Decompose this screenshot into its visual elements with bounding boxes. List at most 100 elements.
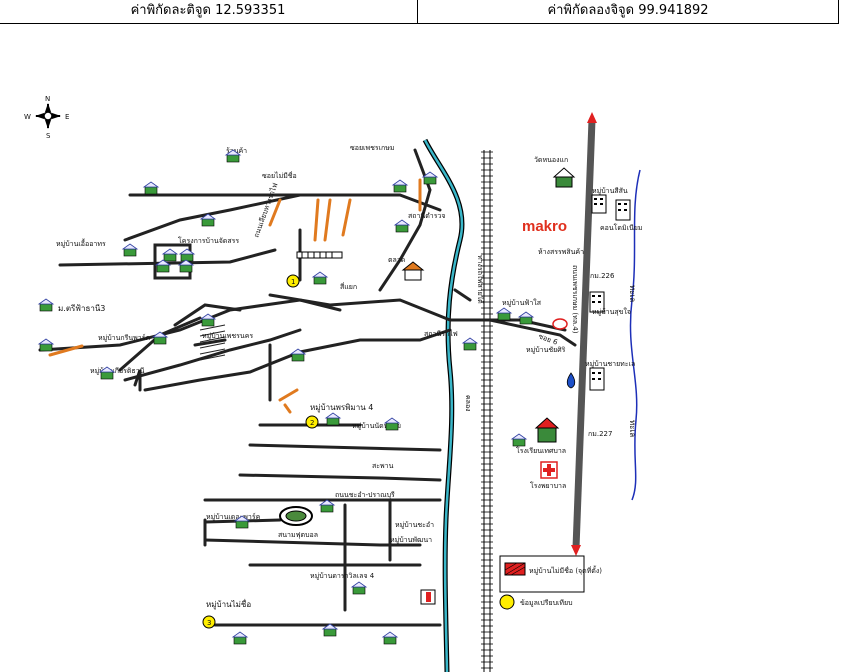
village-house-icon <box>321 623 339 637</box>
village-house-icon <box>289 348 307 362</box>
km226-label: กม.226 <box>590 272 615 280</box>
subject-site-marker <box>420 589 436 605</box>
highway-road <box>572 119 596 549</box>
village-house-icon <box>37 298 55 312</box>
village-house-icon <box>177 259 195 273</box>
comp-num-3: 3 <box>207 619 211 627</box>
mu-right3-label: หมู่บ้านชายทะเล <box>585 360 635 368</box>
latitude-text: ค่าพิกัดละติจูด 12.593351 <box>130 3 286 18</box>
mu-ruenkao-label: หมู่บ้านนัดหมาย <box>352 422 401 430</box>
bridge-label: สะพาน <box>372 462 394 470</box>
cond-label: คอนโดมิเนียม <box>600 223 643 232</box>
latitude-box: ค่าพิกัดละติจูด 12.593351 <box>0 0 418 24</box>
map-legend: หมู่บ้านไม่มีชื่อ (จุดที่ตั้ง) ข้อมูลเปร… <box>499 555 602 610</box>
soi-top2-label: ซอยเพชรเกษม <box>350 144 394 152</box>
mu-lunda-4-label: หมู่บ้านพรพิมาน 4 <box>310 403 373 413</box>
road-network <box>38 148 577 627</box>
soi-top1-label: ซอยไม่มีชื่อ <box>262 171 297 180</box>
village-house-icon <box>142 181 160 195</box>
village-house-icon <box>199 213 217 227</box>
compass-w: W <box>24 113 31 121</box>
legend-comp-label: ข้อมูลเปรียบเทียบ <box>520 599 573 607</box>
village-house-icon <box>151 331 169 345</box>
coordinate-header: ค่าพิกัดละติจูด 12.593351 ค่าพิกัดลองจิจ… <box>0 0 841 26</box>
longitude-box: ค่าพิกัดลองจิจูด 99.941892 <box>417 0 839 24</box>
village-house-icon <box>178 248 196 262</box>
compass-s: S <box>46 132 51 140</box>
station-label: สถานีรถไฟ <box>424 329 458 338</box>
railway-line <box>481 150 493 672</box>
village-house-icon <box>121 243 139 257</box>
comparison-markers: 1 2 3 <box>202 274 319 629</box>
hospital-label: โรงพยาบาล <box>530 481 566 490</box>
village-house-icon <box>381 631 399 645</box>
bank-icon <box>552 318 568 330</box>
village-house-icon <box>510 433 528 447</box>
location-map: N S E W ทะเล ทะเล ถนนเพชรเกษม (ทล.4) ทาง… <box>24 95 643 672</box>
sea-label-bottom: ทะเล <box>628 420 637 437</box>
village-house-icon <box>517 311 535 325</box>
shrine-icon <box>401 261 425 281</box>
compass-e: E <box>65 113 69 121</box>
stoplight-label: สี่แยก <box>340 282 357 291</box>
gas-station-icon <box>566 372 576 389</box>
temple-icon <box>552 167 576 188</box>
mu-fuenfah-label: หมู่บ้านฟ้าใส <box>502 298 542 307</box>
makro-logo: makro <box>522 218 567 235</box>
village-grid <box>199 324 226 361</box>
compass-icon: N S E W <box>24 95 69 140</box>
village-house-icon <box>421 171 439 185</box>
village-house-icon <box>224 149 242 163</box>
mu-chaisiri-label: หมู่บ้านชัยศิริ <box>526 346 566 354</box>
mu-right2-label: หมู่บ้านสุขใจ <box>592 307 631 316</box>
village-house-icon <box>383 417 401 431</box>
village-house-icon <box>199 313 217 327</box>
village-house-icon <box>324 412 342 426</box>
highway-label: ถนนเพชรเกษม (ทล.4) <box>571 265 579 334</box>
mu-right1-label: หมู่บ้านสีสัน <box>592 187 628 195</box>
road-b-label: ถนนชะอำ-ปราณบุรี <box>335 491 395 499</box>
compass-n: N <box>45 95 50 103</box>
railway-label: ทางรถไฟสายใต้ <box>476 255 485 304</box>
village-cluster-label: โครงการบ้านจัดสรร <box>178 236 239 245</box>
village-house-icon <box>311 271 329 285</box>
village-house-icon <box>350 581 368 595</box>
mu-maichue-label: หมู่บ้านไม่ชื่อ <box>206 598 251 610</box>
mu-park-label: หมู่บ้านเดอะพาร์ค <box>206 513 261 521</box>
building-block <box>296 251 343 259</box>
stadium-icon <box>279 506 313 526</box>
mu-kiatthani-label: หมู่บ้านเกียรติธานี <box>90 367 145 375</box>
building-windows <box>592 198 627 380</box>
comp-num-1: 1 <box>291 278 295 286</box>
hospital-icon <box>540 461 558 479</box>
village-house-icon <box>495 307 513 321</box>
mall-label: ห้างสรรพสินค้า <box>538 248 584 256</box>
temple-label: วัดหนองแก <box>534 156 568 164</box>
sea-label-top: ทะเล <box>628 285 637 302</box>
mu-left3-label: หมู่บ้านเพชรนคร <box>202 332 253 340</box>
canal-label: คลอง <box>464 395 472 412</box>
longitude-text: ค่าพิกัดลองจิจูด 99.941892 <box>547 3 709 18</box>
mu-cha-label: หมู่บ้านชะอำ <box>395 521 434 529</box>
school-icon <box>534 417 560 443</box>
comp-num-2: 2 <box>310 419 314 427</box>
coastline <box>629 169 641 501</box>
village-house-icon <box>233 515 251 529</box>
village-house-icon <box>231 631 249 645</box>
mu-pattana-label: หมู่บ้านพัฒนา <box>390 536 432 544</box>
village-house-icon <box>391 179 409 193</box>
village-house-icon <box>37 338 55 352</box>
village-house-icon <box>461 337 479 351</box>
village-house-icon <box>161 248 179 262</box>
stadium-label: สนามฟุตบอล <box>278 531 318 539</box>
village-house-icon <box>154 259 172 273</box>
market-label: ตลาด <box>388 256 405 264</box>
village-house-icon <box>318 499 336 513</box>
village-house-icon <box>393 219 411 233</box>
village-house-icon <box>98 366 116 380</box>
km227-label: กม.227 <box>588 430 612 438</box>
mu-left1-label: หมู่บ้านเอื้ออาทร <box>56 237 106 248</box>
legend-site-label: หมู่บ้านไม่มีชื่อ (จุดที่ตั้ง) <box>529 564 602 575</box>
school-label: โรงเรียนเทศบาล <box>516 446 566 455</box>
pol-label: สถานีตำรวจ <box>408 212 446 220</box>
